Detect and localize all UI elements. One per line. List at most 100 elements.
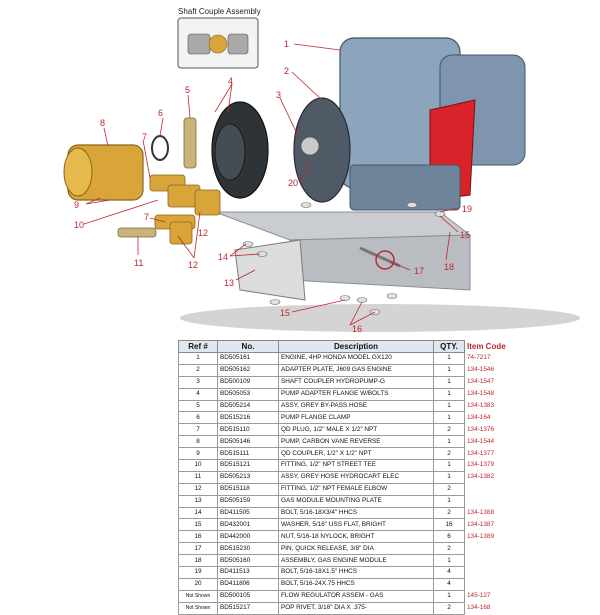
quantity-cell: 2 <box>433 447 465 461</box>
callout-6: 6 <box>158 108 163 118</box>
part-number-cell: BD515230 <box>217 542 279 556</box>
callout-14: 14 <box>218 252 228 262</box>
quantity-cell: 1 <box>433 411 465 425</box>
description-cell: PIN, QUICK RELEASE, 3/8" DIA <box>278 542 434 556</box>
quantity-cell: 1 <box>433 399 465 413</box>
part-number-cell: BD505146 <box>217 435 279 449</box>
item-code-cell: 134-1389 <box>467 532 495 540</box>
ref-cell: 2 <box>178 363 218 377</box>
hydrocart-hose-end <box>117 227 157 238</box>
quantity-cell: 4 <box>433 566 465 579</box>
part-number-cell: BD515216 <box>217 411 279 425</box>
header-description: Description <box>278 340 434 353</box>
callout-19: 19 <box>462 204 472 214</box>
description-cell: ASSY, GREY BY-PASS HOSE <box>278 399 434 413</box>
shaft-coupler <box>300 136 320 156</box>
part-number-cell: BD505160 <box>217 554 279 568</box>
female-elbow-fitting <box>194 189 221 216</box>
description-cell: POP RIVET, 3/16" DIA X .375- <box>278 601 434 615</box>
item-code-cell: 134-1387 <box>467 520 495 528</box>
part-number-cell: BD515111 <box>217 447 279 461</box>
description-cell: FLOW REGULATOR ASSEM - GAS <box>278 589 434 603</box>
callout-9: 9 <box>74 200 79 210</box>
item-code-cell: 134-168 <box>467 604 491 612</box>
part-number-cell: BD500105 <box>217 589 279 603</box>
ref-cell: Not Shown <box>178 601 218 615</box>
description-cell: PUMP FLANGE CLAMP <box>278 411 434 425</box>
description-cell: WASHER, 5/16" USS FLAT, BRIGHT <box>278 518 434 532</box>
item-code-cell <box>465 555 518 567</box>
adapter-plate <box>293 97 351 203</box>
description-cell: ENGINE, 4HP HONDA MODEL GX120 <box>278 352 434 365</box>
item-code-cell: 134-1544 <box>467 437 495 445</box>
header-no: No. <box>217 340 279 353</box>
ref-cell: 14 <box>178 506 218 520</box>
part-number-cell: BD411505 <box>217 506 279 520</box>
callout-20: 20 <box>288 178 298 188</box>
description-cell: PUMP ADAPTER FLANGE W/BOLTS <box>278 387 434 401</box>
part-number-cell: BD505162 <box>217 363 279 377</box>
ref-cell: 18 <box>178 554 218 568</box>
quantity-cell: 16 <box>433 518 465 532</box>
part-number-cell: BD411513 <box>217 566 279 579</box>
part-number-cell: BD505213 <box>217 470 279 484</box>
description-cell: FITTING, 1/2" NPT STREET TEE <box>278 459 434 472</box>
ref-cell: 10 <box>178 459 218 472</box>
part-number-cell: BD515217 <box>217 601 279 615</box>
quantity-cell: 2 <box>433 542 465 556</box>
part-number-cell: BD505161 <box>217 352 279 365</box>
quantity-cell: 1 <box>433 352 465 365</box>
description-cell: FITTING, 1/2" NPT FEMALE ELBOW <box>278 482 434 496</box>
item-code-cell <box>465 543 518 555</box>
lower-elbow-fitting <box>169 221 193 245</box>
part-number-cell: BD515121 <box>217 459 279 472</box>
description-cell: BOLT, 5/16-18X1.5" HHCS <box>278 566 434 579</box>
quantity-cell: 2 <box>433 482 465 496</box>
ref-cell: 12 <box>178 482 218 496</box>
ref-cell: 8 <box>178 435 218 449</box>
ref-cell: 9 <box>178 447 218 461</box>
quantity-cell: 1 <box>433 589 465 603</box>
flange-hub <box>214 123 246 181</box>
description-cell: QD PLUG, 1/2" MALE X 1/2" NPT <box>278 423 434 437</box>
part-number-cell: BD432001 <box>217 518 279 532</box>
item-code-cell: 134-1377 <box>467 449 495 457</box>
part-number-cell: BD500109 <box>217 375 279 389</box>
description-cell: ASSY, GREY HOSE HYDROCART ELEC <box>278 470 434 484</box>
pump-flange-clamp <box>151 135 169 161</box>
item-code-cell: 145-127 <box>467 592 491 600</box>
gas-module-mounting-plate <box>234 239 306 301</box>
description-cell: SHAFT COUPLER HYDROPUMP-G <box>278 375 434 389</box>
header-ref: Ref # <box>178 340 218 353</box>
item-code-cell: 134-1382 <box>467 473 495 481</box>
item-code-cell: 134-1379 <box>467 461 495 469</box>
quantity-cell: 1 <box>433 363 465 377</box>
description-cell: GAS MODULE MOUNTING PLATE <box>278 494 434 508</box>
quantity-cell: 4 <box>433 577 465 591</box>
description-cell: ASSEMBLY, GAS ENGINE MODULE <box>278 554 434 568</box>
pump-face <box>63 147 93 197</box>
callout-12-upper: 12 <box>198 228 208 238</box>
description-cell: BOLT, 5/16-24X.75 HHCS <box>278 577 434 591</box>
ref-cell: 20 <box>178 577 218 591</box>
callout-7-upper: 7 <box>142 132 147 142</box>
callout-15-right: 15 <box>460 230 470 240</box>
ref-cell: 19 <box>178 566 218 579</box>
item-code-cell <box>465 483 518 495</box>
header-qty: QTY. <box>433 340 465 353</box>
